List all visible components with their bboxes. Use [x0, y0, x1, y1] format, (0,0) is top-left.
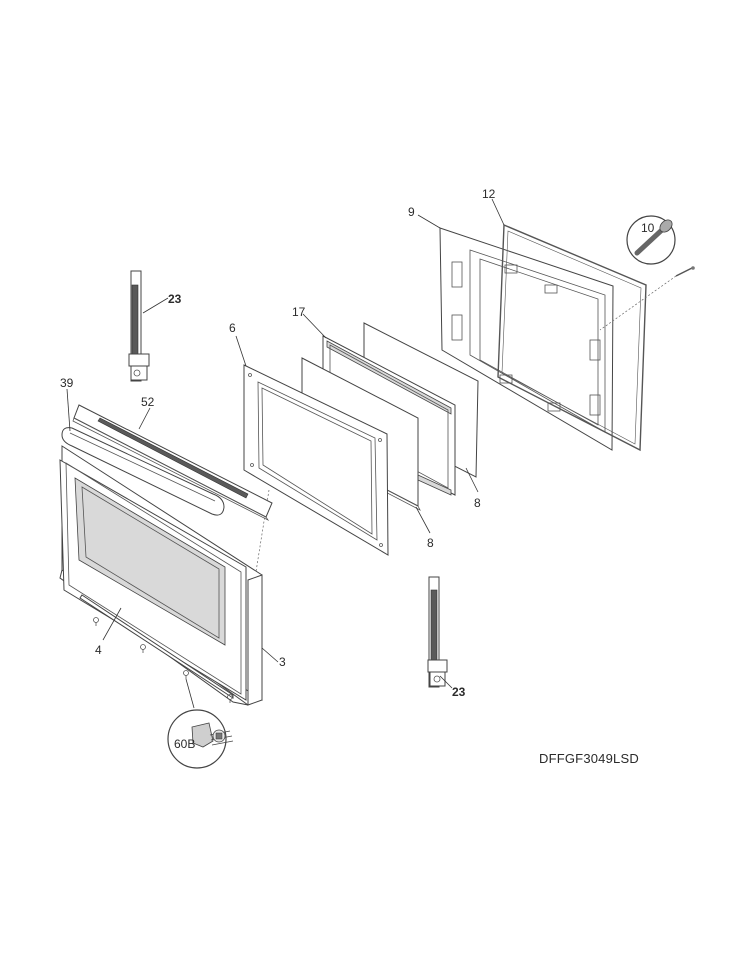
- screw-callout[interactable]: [167, 709, 234, 769]
- label-glass-rear: 8: [474, 496, 481, 510]
- label-trim-strip: 52: [141, 395, 155, 409]
- screw-row: [93, 617, 233, 709]
- label-hinge-lower: 23: [452, 685, 466, 699]
- label-pin: 10: [641, 221, 655, 235]
- label-glass-pack: 17: [292, 305, 306, 319]
- label-door-panel: 4: [95, 643, 102, 657]
- label-inner-frame: 6: [229, 321, 236, 335]
- screw-icon: [227, 694, 233, 703]
- pin-callout[interactable]: [599, 215, 695, 331]
- trim-strip[interactable]: [72, 404, 273, 522]
- screw-icon: [93, 617, 99, 626]
- screw-icon: [140, 644, 146, 653]
- label-handle: 39: [60, 376, 74, 390]
- gasket[interactable]: [497, 223, 647, 452]
- label-hinge-upper: 23: [168, 292, 182, 306]
- label-glass-front: 8: [427, 536, 434, 550]
- handle[interactable]: [61, 427, 225, 516]
- door-panel[interactable]: [59, 459, 247, 701]
- label-gasket: 12: [482, 187, 496, 201]
- model-code: DFFGF3049LSD: [539, 751, 639, 766]
- label-door-liner: 9: [408, 205, 415, 219]
- hinge-upper[interactable]: [128, 270, 169, 382]
- hinge-lower[interactable]: [427, 576, 453, 689]
- inner-frame[interactable]: [243, 364, 389, 556]
- label-screw: 60B: [174, 737, 195, 751]
- pin-icon: [675, 266, 695, 277]
- screw-icon: [183, 670, 189, 679]
- label-outer-door: 3: [279, 655, 286, 669]
